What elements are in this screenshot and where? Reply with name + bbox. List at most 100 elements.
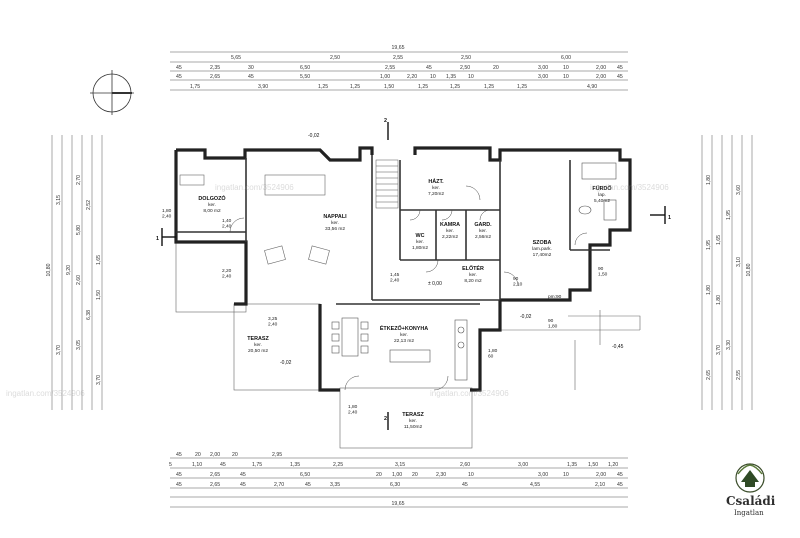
opening-label-line: 1,40: [222, 218, 232, 224]
bottom-dim: 2,10: [595, 482, 605, 488]
interior-walls: [176, 155, 610, 305]
opening-label-line: 90: [598, 266, 604, 272]
bottom-dim: 45: [176, 482, 182, 488]
opening-label-line: 2,40: [222, 274, 232, 280]
room-area: 2,22m2: [442, 234, 458, 240]
section-marker-label: 2: [384, 118, 387, 124]
room-name: ÉTKEZŐ+KONYHA: [380, 324, 428, 332]
bottom-dim: 10: [468, 472, 474, 478]
right-dim: 1,80: [706, 175, 712, 185]
top-dim: 2,50: [460, 65, 470, 71]
bottom-dim: 45: [176, 472, 182, 478]
room-wc: WC ker. 1,80m2: [412, 233, 428, 251]
left-dim: 1,50: [96, 290, 102, 300]
room-floor: lap.: [598, 192, 606, 198]
bottom-dim: 6,50: [300, 472, 310, 478]
top-dim: 1,25: [350, 84, 360, 90]
left-dim: 3,05: [76, 340, 82, 350]
room-area: 8,20 m2: [464, 278, 482, 284]
right-dim: 2,65: [706, 370, 712, 380]
watermark: ingatlan.com/3524906: [215, 183, 294, 192]
room-floor: ker.: [446, 228, 454, 234]
top-dim: 2,50: [461, 55, 471, 61]
bottom-dim: 3,35: [330, 482, 340, 488]
opening-label-line: 1,50: [598, 272, 608, 278]
room-name: DOLGOZÓ: [198, 194, 225, 202]
living-room-furniture: [179, 174, 330, 265]
room-kamra: KAMRA ker. 2,22m2: [440, 222, 460, 240]
watermark: ingatlan.com/3524906: [430, 389, 509, 398]
top-dim: 1,75: [190, 84, 200, 90]
room-floor: lam.park.: [532, 246, 552, 252]
room-terasz-south: TERASZ ker. 11,50m2: [402, 412, 424, 430]
top-dim: 1,25: [318, 84, 328, 90]
room-area: 1,80m2: [412, 245, 428, 251]
bottom-dim: 2,00: [596, 472, 606, 478]
level-marker: -0,02: [280, 360, 292, 366]
room-floor: ker.: [400, 332, 408, 338]
top-dim: 20: [493, 65, 499, 71]
top-dim: 3,00: [538, 65, 548, 71]
top-dim: 5,65: [231, 55, 241, 61]
right-dim: 1,95: [726, 210, 732, 220]
top-dim: 2,55: [393, 55, 403, 61]
room-floor: ker.: [409, 418, 417, 424]
watermark: ingatlan.com/3524906: [6, 389, 85, 398]
room-name: NAPPALI: [323, 214, 347, 220]
kitchen-counter: [389, 319, 468, 381]
bottom-dim: 2,30: [436, 472, 446, 478]
room-hazt: HÁZT. ker. 7,20m2: [428, 178, 444, 197]
room-name: TERASZ: [247, 336, 269, 342]
room-szoba: SZOBA lam.park. 17,40m2: [532, 240, 552, 258]
top-dim: 4,90: [587, 84, 597, 90]
room-terasz-west: TERASZ ker. 20,50 m2: [247, 336, 269, 354]
room-nappali: NAPPALI ker. 33,56 m2: [323, 214, 347, 232]
right-dim: 1,65: [716, 235, 722, 245]
room-area: 20,50 m2: [248, 348, 268, 354]
opening-label-line: 2,10: [513, 282, 523, 288]
top-dim: 10: [430, 74, 436, 80]
left-dim: 5,80: [76, 225, 82, 235]
bottom-dim: 1,10: [192, 462, 202, 468]
left-dim: 3,70: [56, 345, 62, 355]
bottom-dim: 20: [232, 452, 238, 458]
top-dim: 6,00: [561, 55, 571, 61]
room-area: 11,50m2: [404, 424, 423, 430]
room-name: KAMRA: [440, 222, 460, 228]
top-dim: 30: [248, 65, 254, 71]
opening-label-line: 1,80: [488, 348, 498, 354]
terrace-outlines: [175, 241, 641, 449]
bottom-dim: 2,95: [272, 452, 282, 458]
bottom-dim: 1,35: [290, 462, 300, 468]
orientation-symbol: [90, 70, 134, 115]
bottom-dim: 1,20: [608, 462, 618, 468]
bottom-dim: 5: [169, 462, 172, 468]
room-floor: ker.: [254, 342, 262, 348]
left-dim: 1,65: [96, 255, 102, 265]
room-name: TERASZ: [402, 412, 424, 418]
bottom-dim: 45: [240, 472, 246, 478]
room-area: 22,13 m2: [394, 338, 414, 344]
room-area: 33,56 m2: [325, 226, 345, 232]
left-dim: 9,20: [66, 265, 72, 275]
right-dim: 2,55: [736, 370, 742, 380]
top-dim: 1,25: [517, 84, 527, 90]
top-dim: 3,90: [258, 84, 268, 90]
room-name: ELŐTÉR: [462, 264, 484, 272]
room-name: GARD.: [474, 222, 492, 228]
bottom-dim: 2,65: [210, 472, 220, 478]
left-dim: 2,70: [76, 175, 82, 185]
logo-title: Családi: [726, 494, 776, 508]
room-dolgozo: DOLGOZÓ ker. 8,00 m2: [198, 194, 225, 214]
top-dim: 1,35: [446, 74, 456, 80]
room-area: 2,56m2: [475, 234, 491, 240]
bottom-dim: 20: [376, 472, 382, 478]
opening-label-line: 2,40: [390, 278, 400, 284]
opening-label-line: 3,25: [268, 316, 278, 322]
